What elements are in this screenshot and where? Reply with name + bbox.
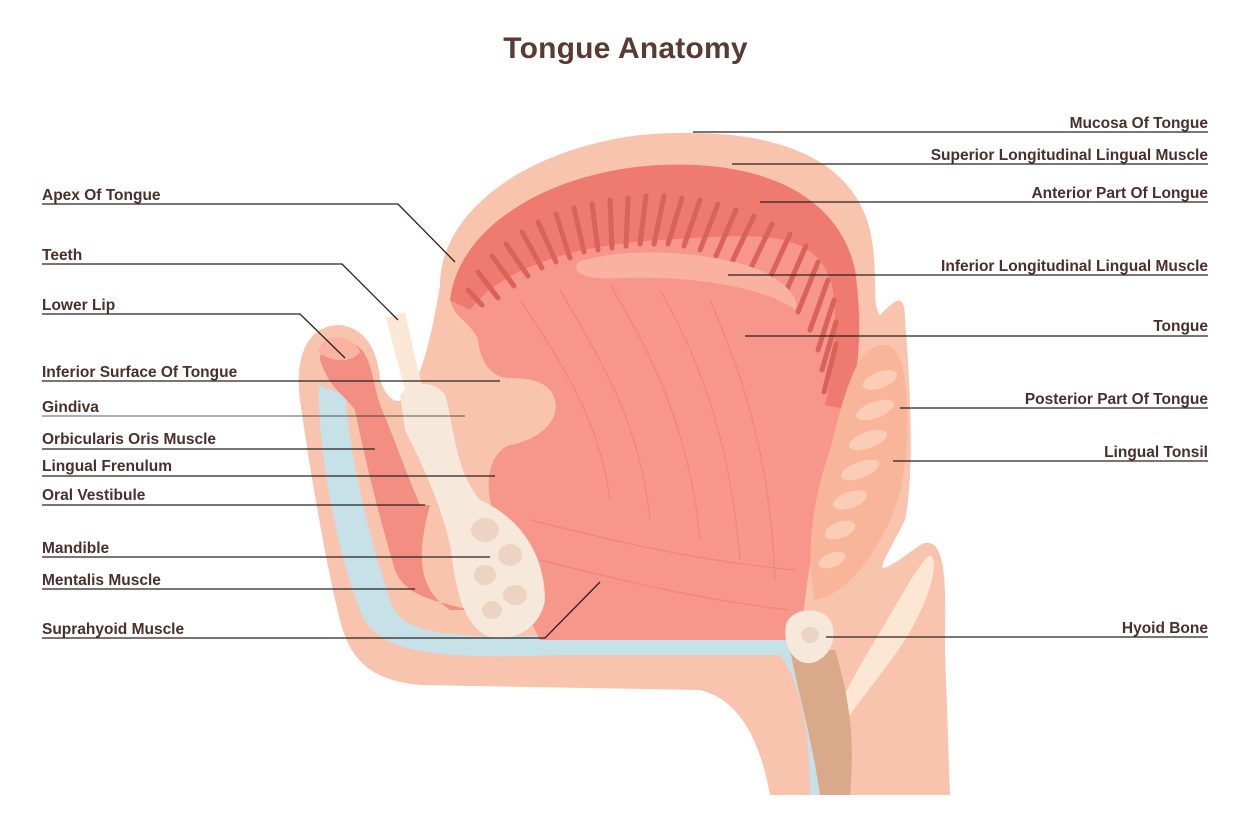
leader-suprahyoid bbox=[42, 581, 601, 639]
hyoid-bone-marrow bbox=[801, 627, 819, 643]
label-tonsil: Lingual Tonsil bbox=[1104, 444, 1208, 461]
tonsil-lobes bbox=[818, 370, 898, 569]
label-apex: Apex Of Tongue bbox=[42, 187, 161, 204]
muscle-fibres bbox=[465, 193, 839, 395]
leader-lines bbox=[42, 131, 1208, 639]
anatomy-illustration bbox=[298, 132, 950, 795]
inferior-longitudinal-streak bbox=[576, 252, 797, 310]
label-posterior: Posterior Part Of Tongue bbox=[1025, 391, 1209, 408]
label-mentalis: Mentalis Muscle bbox=[42, 572, 161, 589]
label-teeth: Teeth bbox=[42, 247, 82, 264]
diagram-title: Tongue Anatomy bbox=[503, 32, 748, 65]
mandible-marrow bbox=[471, 518, 527, 619]
mandible-bone bbox=[400, 383, 545, 639]
larynx bbox=[790, 650, 852, 795]
leader-teeth bbox=[42, 263, 399, 321]
lower-lip-tip bbox=[318, 337, 360, 361]
leader-apex bbox=[42, 203, 456, 263]
labels-right: Mucosa Of Tongue Superior Longitudinal L… bbox=[931, 115, 1209, 637]
label-mandible: Mandible bbox=[42, 540, 110, 557]
epiglottis bbox=[838, 555, 934, 715]
label-suprahyoid: Suprahyoid Muscle bbox=[42, 621, 184, 638]
label-inferior-long: Inferior Longitudinal Lingual Muscle bbox=[941, 258, 1208, 275]
label-hyoid: Hyoid Bone bbox=[1122, 620, 1208, 637]
label-lower-lip: Lower Lip bbox=[42, 297, 115, 314]
tongue-top-band bbox=[450, 164, 860, 410]
label-gindiva: Gindiva bbox=[42, 399, 99, 416]
tongue-fibre-lines bbox=[519, 284, 796, 611]
label-vestibule: Oral Vestibule bbox=[42, 487, 146, 504]
leader-lower-lip bbox=[42, 313, 346, 359]
label-anterior: Anterior Part Of Longue bbox=[1031, 185, 1208, 202]
labels-left: Apex Of Tongue Teeth Lower Lip Inferior … bbox=[42, 187, 238, 638]
label-superior-long: Superior Longitudinal Lingual Muscle bbox=[931, 147, 1209, 164]
label-mucosa: Mucosa Of Tongue bbox=[1070, 115, 1209, 132]
label-inferior-surface: Inferior Surface Of Tongue bbox=[42, 364, 238, 381]
label-tongue: Tongue bbox=[1153, 318, 1208, 335]
label-orbicularis: Orbicularis Oris Muscle bbox=[42, 431, 216, 448]
label-frenulum: Lingual Frenulum bbox=[42, 458, 172, 475]
